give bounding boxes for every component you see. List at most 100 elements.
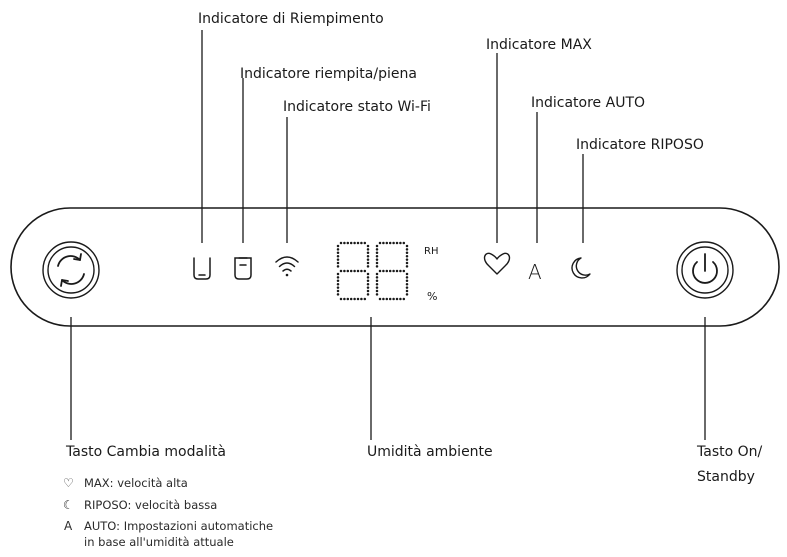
display-segment-dot <box>382 269 385 273</box>
display-segment-dot <box>346 241 350 245</box>
power-button[interactable] <box>676 241 734 299</box>
display-segment-dot <box>336 244 340 248</box>
display-segment-dot <box>336 282 340 286</box>
display-segment-dot <box>388 269 392 273</box>
unit-rh: RH <box>424 246 438 257</box>
label-sleep-indicator: Indicatore RIPOSO <box>576 137 704 153</box>
display-segment-dot <box>363 297 367 301</box>
display-segment-dot <box>366 286 370 289</box>
display-segment-dot <box>366 258 370 261</box>
label-auto-indicator: Indicatore AUTO <box>531 95 646 111</box>
legend-sleep-text: RIPOSO: velocità bassa <box>84 498 218 512</box>
mode-button[interactable] <box>42 241 100 299</box>
label-full-indicator: Indicatore riempita/piena <box>240 66 417 82</box>
display-segment-dot <box>366 282 370 286</box>
display-segment-dot <box>375 293 379 296</box>
display-segment-dot <box>363 241 367 245</box>
display-segment-dot <box>405 279 409 283</box>
control-panel-body <box>10 207 780 327</box>
display-segment-dot <box>385 241 389 245</box>
display-segment-dot <box>366 261 370 265</box>
display-segment-dot <box>343 241 346 245</box>
display-segment-dot <box>395 297 399 301</box>
display-segment-dot <box>366 248 370 251</box>
display-segment-dot <box>399 241 402 245</box>
display-segment-dot <box>388 297 392 301</box>
label-power-button-line2: Standby <box>697 469 755 485</box>
display-segment-dot <box>405 261 409 265</box>
label-mode-button: Tasto Cambia modalità <box>66 444 226 460</box>
fill-level-icon <box>193 257 211 280</box>
display-segment-dot <box>360 297 363 301</box>
legend-auto-text-line2: in base all'umidità attuale <box>84 535 234 549</box>
display-segment-dot <box>336 289 340 293</box>
legend-moon-icon: ☾ <box>63 498 74 512</box>
display-segment-dot <box>346 269 350 273</box>
display-segment-dot <box>356 241 360 245</box>
display-segment-dot <box>366 289 370 293</box>
heart-icon <box>483 252 511 275</box>
display-segment-dot <box>375 289 379 293</box>
display-segment-dot <box>356 269 360 273</box>
display-segment-dot <box>360 241 363 245</box>
display-segment-dot <box>378 241 382 245</box>
display-segment-dot <box>339 241 343 245</box>
display-segment-dot <box>405 248 409 251</box>
cycle-icon <box>57 253 85 287</box>
display-segment-dot <box>336 248 340 251</box>
display-segment-dot <box>353 241 356 245</box>
display-segment-dot <box>366 276 370 279</box>
display-segment-dot <box>405 276 409 279</box>
display-segment-dot <box>375 286 379 289</box>
display-segment-dot <box>336 265 340 268</box>
display-segment-dot <box>402 269 406 273</box>
display-segment-dot <box>343 269 346 273</box>
display-segment-dot <box>375 265 379 268</box>
display-segment-dot <box>336 279 340 283</box>
display-segment-dot <box>375 251 379 255</box>
display-segment-dot <box>405 272 409 276</box>
display-segment-dot <box>375 272 379 276</box>
display-segment-dot <box>336 251 340 255</box>
display-segment-dot <box>395 269 399 273</box>
display-segment-dot <box>382 297 385 301</box>
display-segment-dot <box>388 241 392 245</box>
display-segment-dot <box>385 297 389 301</box>
legend-letter-a-icon: A <box>64 519 73 533</box>
display-segment-dot <box>405 265 409 268</box>
display-segment-dot <box>405 289 409 293</box>
display-segment-dot <box>405 244 409 248</box>
display-segment-dot <box>353 269 356 273</box>
display-segment-dot <box>336 254 340 258</box>
display-segment-dot <box>399 297 402 301</box>
display-segment-dot <box>336 293 340 296</box>
display-segment-dot <box>346 297 350 301</box>
display-segment-dot <box>366 244 370 248</box>
display-segment-dot <box>405 251 409 255</box>
display-segment-dot <box>336 261 340 265</box>
display-segment-dot <box>405 293 409 296</box>
display-segment-dot <box>349 241 353 245</box>
display-segment-dot <box>366 272 370 276</box>
display-segment-dot <box>375 254 379 258</box>
display-segment-dot <box>399 269 402 273</box>
display-segment-dot <box>336 258 340 261</box>
display-segment-dot <box>392 241 395 245</box>
humidity-digit-display <box>336 241 409 301</box>
display-segment-dot <box>363 269 367 273</box>
display-segment-dot <box>366 265 370 268</box>
display-segment-dot <box>392 269 395 273</box>
display-segment-dot <box>366 254 370 258</box>
callout-lines <box>70 30 706 440</box>
display-segment-dot <box>378 269 382 273</box>
display-segment-dot <box>336 286 340 289</box>
display-segment-dot <box>405 258 409 261</box>
display-segment-dot <box>375 258 379 261</box>
display-segment-dot <box>336 272 340 276</box>
label-max-indicator: Indicatore MAX <box>486 37 592 53</box>
auto-letter-icon: A <box>528 260 542 284</box>
display-segment-dot <box>339 269 343 273</box>
wifi-icon <box>275 256 299 277</box>
display-segment-dot <box>336 276 340 279</box>
